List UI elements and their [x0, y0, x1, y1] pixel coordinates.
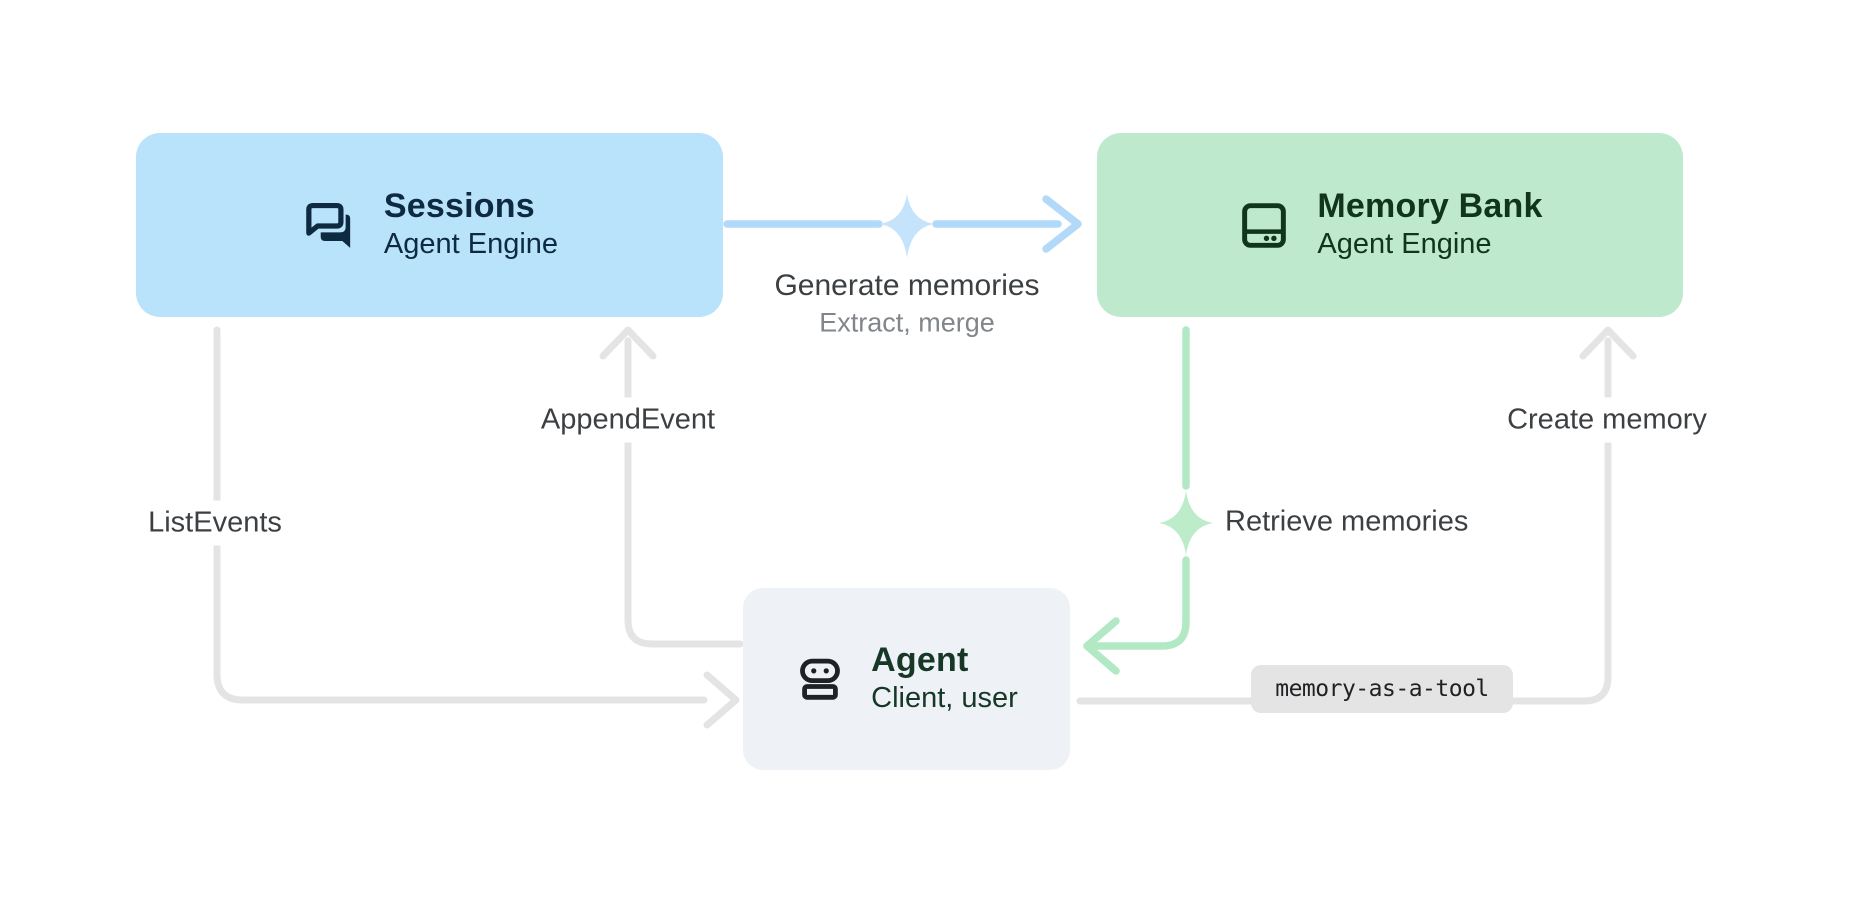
list-events-arrowhead	[703, 671, 740, 729]
node-sessions: Sessions Agent Engine	[136, 133, 723, 317]
node-memory-bank: Memory Bank Agent Engine	[1097, 133, 1683, 317]
gemini-sparkle-icon-green	[1159, 491, 1213, 555]
sessions-text: Sessions Agent Engine	[384, 187, 558, 262]
gemini-sparkle-icon-blue	[880, 194, 934, 258]
create-memory-line	[1076, 337, 1612, 705]
memory-bank-icon	[1237, 197, 1291, 254]
forum-chat-icon	[301, 197, 358, 254]
robot-icon	[795, 651, 845, 707]
append-event-label: AppendEvent	[532, 397, 724, 443]
agent-title: Agent	[871, 641, 969, 680]
list-events-line	[213, 326, 708, 704]
generate-memories-arrowhead	[1042, 195, 1082, 253]
append-event-line	[624, 337, 744, 648]
sessions-title: Sessions	[383, 187, 535, 226]
extract-merge-sublabel: Extract, merge	[819, 307, 995, 338]
memory-as-a-tool-badge: memory-as-a-tool	[1251, 665, 1513, 713]
retrieve-memories-line-bottom	[1090, 556, 1190, 650]
list-events-label: ListEvents	[140, 500, 290, 546]
agent-text: Agent Client, user	[871, 641, 1018, 716]
sessions-subtitle: Agent Engine	[383, 228, 559, 261]
create-memory-arrowhead	[1579, 326, 1637, 360]
retrieve-memories-arrowhead	[1083, 617, 1120, 675]
agent-subtitle: Client, user	[871, 682, 1018, 715]
memory-bank-title: Memory Bank	[1317, 187, 1543, 226]
retrieve-memories-label: Retrieve memories	[1225, 505, 1469, 538]
node-agent: Agent Client, user	[743, 588, 1070, 770]
create-memory-label: Create memory	[1499, 397, 1715, 443]
generate-memories-label: Generate memories	[774, 269, 1040, 302]
memory-bank-text: Memory Bank Agent Engine	[1317, 187, 1542, 262]
memory-bank-subtitle: Agent Engine	[1317, 228, 1492, 261]
append-event-arrowhead	[599, 326, 657, 360]
